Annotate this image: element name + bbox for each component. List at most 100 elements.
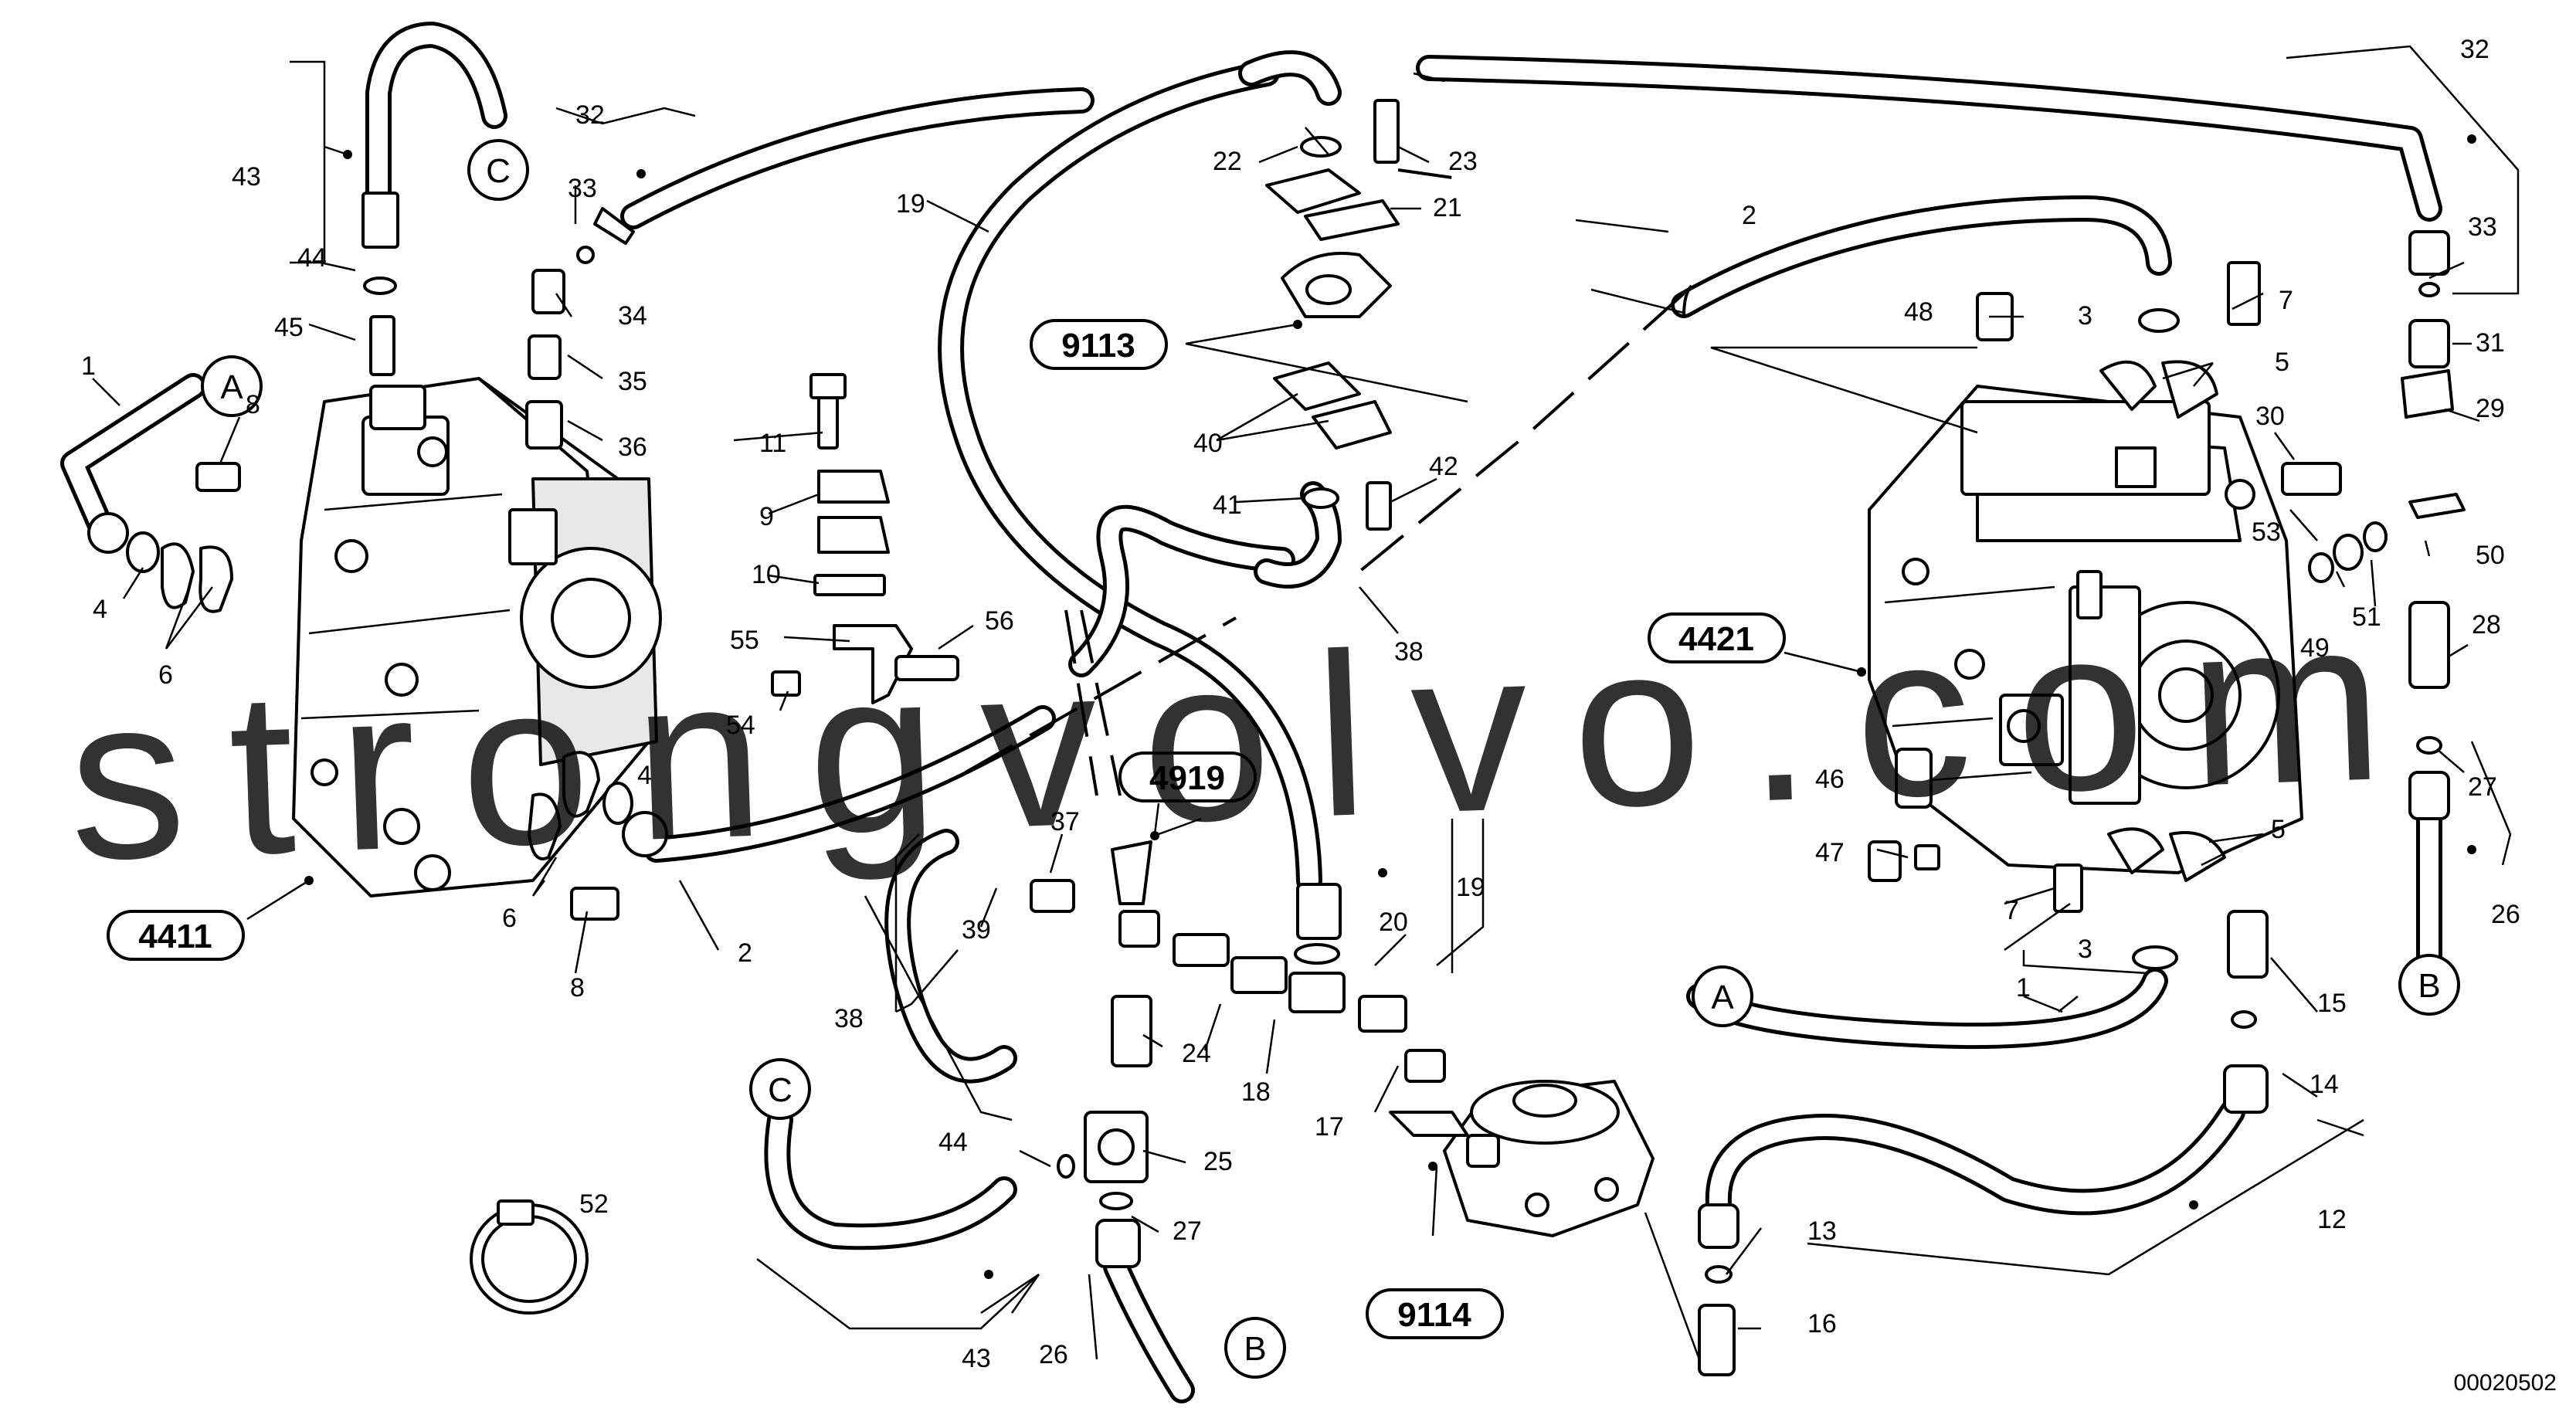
callout-55: 55 — [730, 626, 759, 655]
callout-7-top: 7 — [2279, 286, 2293, 315]
svg-text:4421: 4421 — [1678, 620, 1754, 658]
callout-22: 22 — [1213, 147, 1242, 176]
pump-4421 — [1868, 385, 2303, 874]
fittings — [87, 99, 2466, 1376]
callout-4-left: 4 — [93, 595, 107, 624]
callout-36: 36 — [618, 433, 647, 462]
callout-50: 50 — [2476, 541, 2505, 570]
svg-text:9113: 9113 — [1061, 327, 1135, 365]
group-label-4421: 4421 — [1648, 612, 1866, 677]
callout-43-bottom: 43 — [962, 1344, 991, 1373]
callout-27-right: 27 — [2468, 772, 2497, 802]
group-label-9113: 9113 — [1030, 319, 1302, 370]
callout-14: 14 — [2310, 1070, 2339, 1099]
callout-56: 56 — [985, 606, 1014, 636]
callout-2-bottom: 2 — [738, 938, 752, 968]
callout-1-right: 1 — [2016, 973, 2031, 1003]
group-labels: 4411 9113 4919 4421 9114 — [107, 319, 1866, 1339]
callout-19-lower: 19 — [1456, 873, 1485, 902]
callout-29: 29 — [2476, 394, 2505, 423]
callout-17: 17 — [1315, 1112, 1344, 1142]
connector-markers: A A B B C C — [201, 139, 2460, 1379]
callout-3-bottom: 3 — [2078, 935, 2092, 964]
connector-b-bottom-label: B — [1244, 1330, 1266, 1368]
callout-44-bottom: 44 — [938, 1128, 968, 1157]
callout-32-left: 32 — [575, 100, 605, 130]
callout-5-top: 5 — [2275, 348, 2289, 377]
callout-1-left: 1 — [81, 351, 96, 381]
callout-46: 46 — [1815, 765, 1845, 794]
connector-b-right: B — [2398, 954, 2460, 1016]
callout-54: 54 — [726, 711, 755, 740]
svg-text:9114: 9114 — [1397, 1296, 1471, 1334]
document-id: 00020502 — [2454, 1370, 2557, 1396]
callout-4-lower: 4 — [637, 761, 652, 790]
filter-9114 — [1389, 1080, 1655, 1237]
callout-26-right: 26 — [2491, 900, 2520, 929]
callout-23: 23 — [1448, 147, 1478, 176]
connector-a-left: A — [201, 355, 263, 417]
callout-40: 40 — [1193, 429, 1223, 458]
svg-text:4919: 4919 — [1149, 759, 1225, 797]
callout-53: 53 — [2252, 517, 2281, 547]
group-label-4919: 4919 — [1118, 751, 1257, 840]
connector-b-right-label: B — [2418, 967, 2440, 1005]
callout-52: 52 — [579, 1189, 609, 1219]
dot-markers — [343, 134, 2476, 1279]
connector-c-bottom-label: C — [768, 1071, 792, 1109]
callout-38-top: 38 — [1394, 637, 1424, 667]
connector-a-right: A — [1692, 965, 1753, 1027]
connector-c-top-label: C — [486, 152, 511, 190]
callout-41: 41 — [1213, 490, 1242, 520]
callout-33-right: 33 — [2468, 212, 2497, 242]
hoses — [60, 22, 2442, 1403]
callout-37: 37 — [1050, 807, 1080, 836]
callout-13: 13 — [1807, 1216, 1837, 1246]
callout-48: 48 — [1904, 297, 1933, 327]
callout-7-bottom: 7 — [2004, 896, 2019, 925]
callout-32-right: 32 — [2460, 35, 2489, 64]
group-label-9114: 9114 — [1366, 1162, 1504, 1339]
connector-a-right-label: A — [1711, 979, 1734, 1016]
callout-44-top: 44 — [297, 243, 327, 273]
callout-30: 30 — [2255, 402, 2285, 431]
callout-47: 47 — [1815, 838, 1845, 867]
callout-5-bottom: 5 — [2271, 815, 2286, 844]
callout-35: 35 — [618, 367, 647, 396]
callout-28: 28 — [2472, 610, 2501, 640]
callout-3-top: 3 — [2078, 301, 2092, 331]
callout-51: 51 — [2352, 602, 2381, 632]
leader-lines — [92, 45, 2520, 1360]
connector-c-bottom: C — [749, 1058, 811, 1120]
connector-c-top: C — [467, 139, 529, 201]
callout-45: 45 — [274, 313, 304, 342]
svg-text:4411: 4411 — [138, 918, 212, 955]
callout-6-left: 6 — [158, 660, 173, 690]
callout-12: 12 — [2317, 1205, 2347, 1234]
callout-19-top: 19 — [896, 189, 925, 219]
callout-11: 11 — [759, 429, 786, 458]
callout-20: 20 — [1379, 908, 1408, 937]
callout-49: 49 — [2300, 633, 2330, 663]
callout-15: 15 — [2317, 989, 2347, 1018]
group-label-4411: 4411 — [107, 876, 314, 961]
routing-lines — [965, 168, 1693, 796]
callout-26-bottom: 26 — [1039, 1340, 1068, 1369]
callout-24: 24 — [1182, 1039, 1211, 1068]
valve-block-4411 — [292, 377, 662, 897]
callout-27-bottom: 27 — [1173, 1216, 1202, 1246]
callout-8-top: 8 — [246, 390, 260, 419]
connector-b-bottom: B — [1224, 1317, 1286, 1379]
callout-39: 39 — [962, 915, 991, 945]
callout-2-top-right: 2 — [1742, 201, 1756, 230]
callout-8-bottom: 8 — [570, 973, 585, 1003]
connector-a-left-label: A — [220, 368, 243, 406]
callout-16: 16 — [1807, 1309, 1837, 1338]
callout-38-bottom: 38 — [834, 1004, 864, 1033]
callout-33-left: 33 — [568, 174, 597, 203]
callout-21: 21 — [1433, 193, 1462, 222]
callouts: 1 1 2 2 3 3 4 4 5 5 6 6 7 7 8 8 9 10 11 … — [81, 35, 2520, 1373]
callout-31: 31 — [2476, 328, 2505, 358]
callout-9: 9 — [759, 502, 774, 531]
